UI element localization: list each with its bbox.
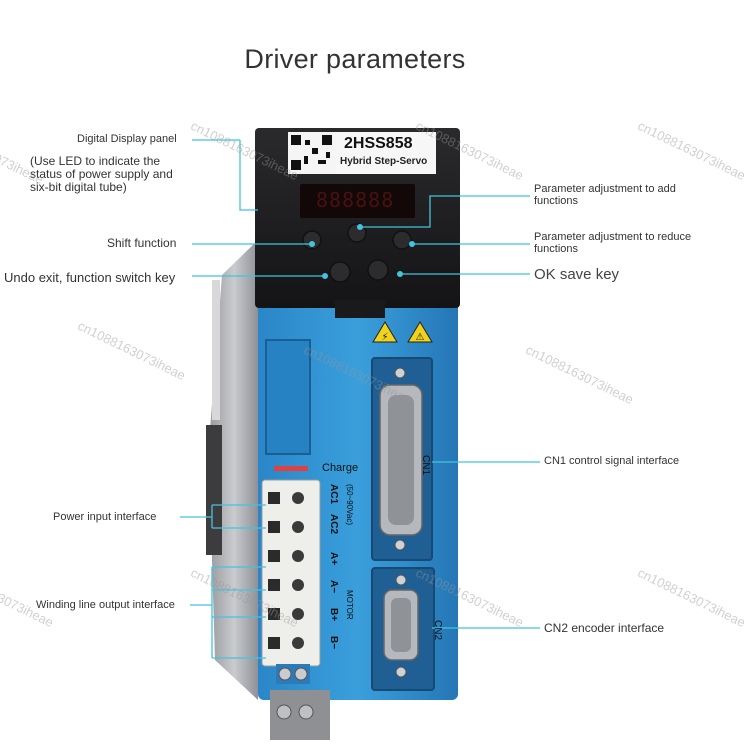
led-display: [300, 184, 415, 218]
label-digital-display-note-1: (Use LED to indicate the: [30, 154, 161, 168]
label-cn1: CN1 control signal interface: [544, 455, 680, 467]
label-param-reduce-2: functions: [534, 243, 579, 255]
terminal-ac2-label: AC2: [328, 514, 339, 535]
cn2-tag: CN2: [432, 620, 443, 641]
terminal-a-minus-label: A−: [328, 580, 339, 594]
terminal-b-plus-label: B+: [328, 608, 339, 622]
charge-led: [274, 466, 308, 471]
model-label: 2HSS858: [344, 135, 413, 152]
label-digital-display-note-2: status of power supply and: [30, 167, 173, 181]
svg-text:⚠: ⚠: [416, 332, 425, 343]
label-undo-exit: Undo exit, function switch key: [4, 270, 176, 285]
charge-window: [265, 339, 311, 455]
cn2-connector: [371, 567, 435, 691]
display-digits: 888888: [316, 188, 395, 212]
callout-dots: [309, 224, 415, 279]
label-shift-function: Shift function: [107, 236, 177, 250]
page-title: Driver parameters: [244, 44, 466, 74]
label-param-reduce-1: Parameter adjustment to reduce: [534, 231, 692, 243]
label-power-input: Power input interface: [53, 511, 157, 523]
terminal-motor-title: MOTOR: [345, 590, 354, 620]
svg-text:⚡: ⚡: [381, 332, 388, 343]
heatsink-side: [206, 240, 258, 700]
cn1-tag: CN1: [420, 455, 431, 476]
terminal-a-plus-label: A+: [328, 552, 339, 566]
label-winding-output: Winding line output interface: [36, 599, 175, 611]
warning-icon: ⚡ ⚠: [372, 321, 433, 343]
label-digital-display-note-3: six-bit digital tube): [30, 180, 127, 194]
label-digital-display: Digital Display panel: [77, 133, 177, 145]
terminal-block: [261, 479, 321, 684]
model-subtitle: Hybrid Step-Servo: [340, 156, 428, 167]
label-param-add-2: functions: [534, 195, 579, 207]
callout-lines: [180, 139, 540, 659]
cn1-connector: [371, 357, 433, 561]
label-param-add-1: Parameter adjustment to add: [534, 183, 676, 195]
terminal-voltage-label: (50~90Vac): [345, 484, 354, 525]
charge-label: Charge: [322, 462, 359, 474]
terminal-ac1-label: AC1: [328, 484, 339, 505]
terminal-b-minus-label: B−: [328, 636, 339, 650]
label-cn2: CN2 encoder interface: [544, 621, 665, 635]
label-ok-save: OK save key: [534, 266, 620, 283]
